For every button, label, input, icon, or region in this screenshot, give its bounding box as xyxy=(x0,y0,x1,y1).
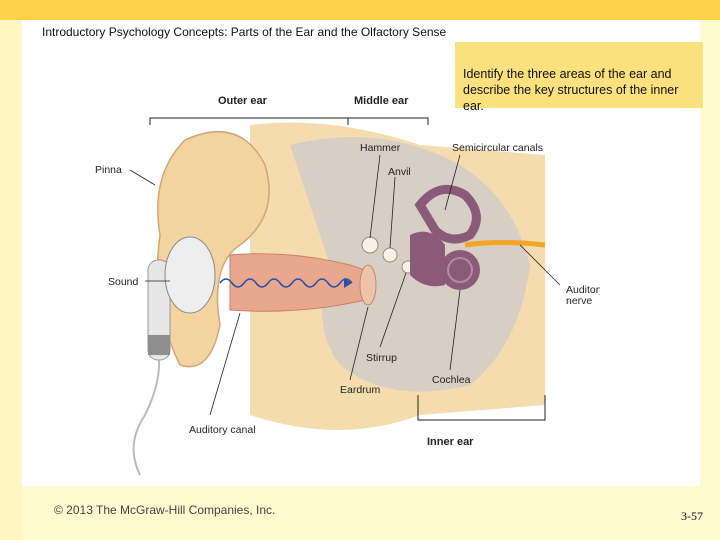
label-cochlea: Cochlea xyxy=(432,374,471,386)
label-stirrup: Stirrup xyxy=(366,352,397,364)
copyright-text: © 2013 The McGraw-Hill Companies, Inc. xyxy=(54,503,275,517)
label-semicircular-canals: Semicircular canals xyxy=(452,142,543,154)
label-inner-ear: Inner ear xyxy=(427,436,474,448)
ear-diagram: Outer ear Middle ear Inner ear Pinna Sou… xyxy=(90,85,600,485)
auditory-nerve-shape xyxy=(465,243,545,246)
label-anvil: Anvil xyxy=(388,166,411,178)
slide-title: Introductory Psychology Concepts: Parts … xyxy=(42,25,446,39)
earbud-band xyxy=(148,335,170,355)
vestibule-shape xyxy=(410,232,445,287)
label-outer-ear: Outer ear xyxy=(218,95,268,107)
earbud-head xyxy=(165,237,215,313)
callout-box: Identify the three areas of the ear and … xyxy=(455,42,703,108)
label-eardrum: Eardrum xyxy=(340,384,381,396)
hammer-shape xyxy=(362,237,378,253)
label-auditory-canal: Auditory canal xyxy=(189,424,256,436)
earbud-cable xyxy=(134,360,159,475)
left-margin-strip xyxy=(0,20,22,540)
anvil-shape xyxy=(383,248,397,262)
label-auditory-nerve-2: nerve xyxy=(566,295,592,307)
pinna-leader xyxy=(130,170,155,185)
eardrum-shape xyxy=(360,265,376,305)
label-sound: Sound xyxy=(108,276,139,288)
middle-ear-bracket xyxy=(348,118,428,125)
label-pinna: Pinna xyxy=(95,164,122,176)
page-number: 3-57 xyxy=(681,509,703,524)
label-middle-ear: Middle ear xyxy=(354,95,409,107)
label-hammer: Hammer xyxy=(360,142,401,154)
cochlea-shape xyxy=(440,250,480,290)
top-bar xyxy=(0,0,720,20)
